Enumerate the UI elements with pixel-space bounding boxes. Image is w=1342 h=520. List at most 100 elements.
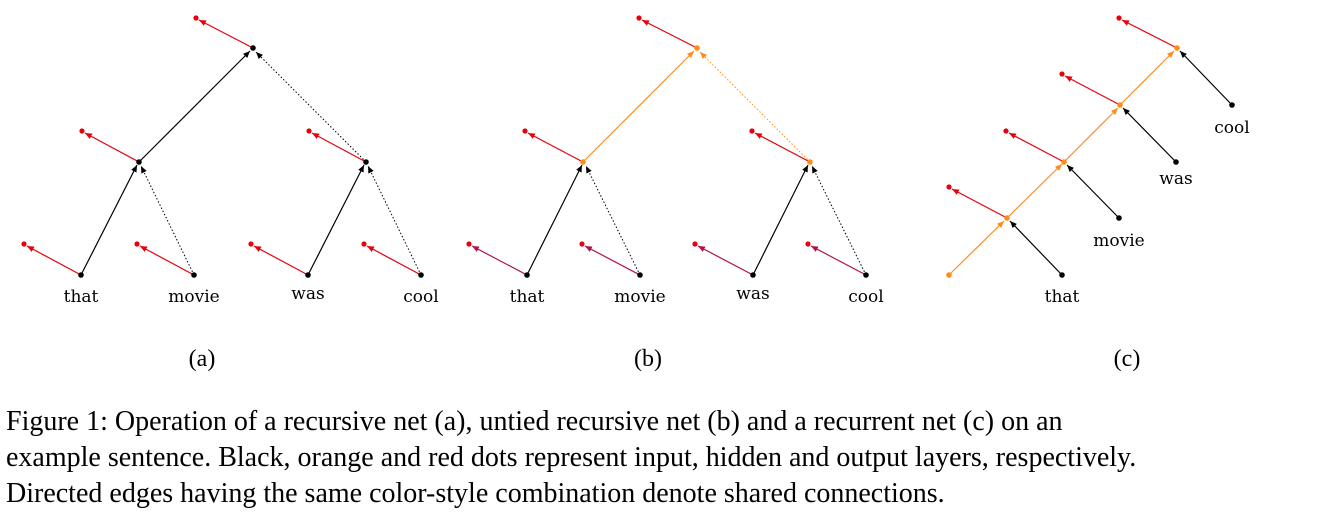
output-dot <box>946 184 952 190</box>
edge-movie-to-n1 <box>140 165 195 276</box>
output-dot <box>1059 71 1065 77</box>
input-dot <box>191 272 197 278</box>
panel-c: that movie was cool (c) <box>946 15 1250 372</box>
edge-was-to-h3 <box>1122 107 1177 163</box>
output-edge-that <box>26 245 82 276</box>
edge-n2-to-root <box>255 51 367 163</box>
word-cool: cool <box>403 287 438 307</box>
output-dot <box>805 241 811 247</box>
word-that: that <box>510 287 545 307</box>
word-cool: cool <box>848 287 883 307</box>
input-dot <box>863 272 869 278</box>
edge-that-to-h1 <box>1009 220 1063 276</box>
output-dot <box>692 241 698 247</box>
output-dot <box>248 241 254 247</box>
output-edge-was <box>697 245 754 276</box>
edge-was-to-n2 <box>307 164 365 276</box>
output-dot <box>79 128 85 134</box>
input-dot <box>750 272 756 278</box>
word-that: that <box>64 287 99 307</box>
output-edge-movie <box>139 245 195 276</box>
output-edge-cool <box>366 245 422 276</box>
recurrent-edge-start <box>948 220 1005 276</box>
edge-n1-to-root <box>582 50 695 163</box>
output-dot <box>466 241 472 247</box>
input-dot <box>1173 159 1179 165</box>
output-edge-n1 <box>527 132 584 163</box>
word-cool: cool <box>1214 118 1249 138</box>
output-edge-h1 <box>951 188 1008 219</box>
panel-b: that movie was cool (b) <box>466 15 884 372</box>
output-edge-that <box>471 245 528 276</box>
caption-line-1: Figure 1: Operation of a recursive net (… <box>6 406 1063 437</box>
output-dot <box>1116 15 1122 21</box>
panel-a: that movie was cool (a) <box>21 15 439 372</box>
edge-movie-to-h2 <box>1066 164 1120 219</box>
input-dot <box>637 272 643 278</box>
hidden-dot <box>136 159 142 165</box>
panel-a-label: (a) <box>189 346 216 372</box>
hidden-dot <box>250 45 256 51</box>
edge-cool-to-n2 <box>811 165 867 276</box>
edge-movie-to-n1 <box>585 165 641 276</box>
output-edge-root <box>641 19 698 49</box>
output-dot <box>193 15 199 21</box>
hidden-dot-initial <box>946 272 952 278</box>
input-dot <box>1116 215 1122 221</box>
output-dot <box>134 241 140 247</box>
output-dot <box>749 128 755 134</box>
output-edge-movie <box>584 245 641 276</box>
input-dot <box>418 272 424 278</box>
recurrent-edge-3 <box>1119 50 1175 106</box>
hidden-dot <box>694 45 700 51</box>
word-that: that <box>1045 287 1080 307</box>
output-edge-n1 <box>84 132 140 163</box>
output-edge-root <box>198 19 254 49</box>
word-movie: movie <box>614 287 665 307</box>
hidden-dot <box>1061 159 1067 165</box>
output-edge-n2 <box>311 132 367 163</box>
edge-cool-to-n2 <box>367 165 422 276</box>
output-edge-was <box>253 245 309 276</box>
input-dot <box>78 272 84 278</box>
input-dot <box>524 272 530 278</box>
output-dot <box>21 241 27 247</box>
panel-c-label: (c) <box>1114 346 1141 372</box>
word-was: was <box>1159 169 1192 189</box>
output-edge-h4 <box>1121 19 1178 49</box>
word-was: was <box>736 284 769 304</box>
figure-caption: Figure 1: Operation of a recursive net (… <box>6 404 1336 512</box>
hidden-dot <box>807 159 813 165</box>
output-dot <box>579 241 585 247</box>
edge-n2-to-root <box>699 51 811 163</box>
panel-b-label: (b) <box>634 346 662 372</box>
hidden-dot <box>580 159 586 165</box>
input-dot <box>1059 272 1065 278</box>
edge-that-to-n1 <box>526 164 583 276</box>
output-edge-h3 <box>1064 75 1121 106</box>
output-dot <box>361 241 367 247</box>
edge-was-to-n2 <box>752 164 809 276</box>
output-dot <box>1003 128 1009 134</box>
word-was: was <box>291 284 324 304</box>
input-dot <box>1229 102 1235 108</box>
output-edge-n2 <box>754 132 811 163</box>
edge-cool-to-h4 <box>1179 50 1233 106</box>
output-edge-cool <box>810 245 867 276</box>
recurrent-edge-1 <box>1006 163 1063 219</box>
output-dot <box>306 128 312 134</box>
word-movie: movie <box>168 287 219 307</box>
output-edge-h2 <box>1008 132 1065 163</box>
output-dot <box>636 15 642 21</box>
edge-n1-to-root <box>138 50 251 163</box>
hidden-dot <box>1117 102 1123 108</box>
caption-line-3: Directed edges having the same color-sty… <box>6 478 945 509</box>
recurrent-edge-2 <box>1063 107 1119 163</box>
output-dot <box>522 128 528 134</box>
edge-that-to-n1 <box>80 164 138 276</box>
hidden-dot <box>1174 45 1180 51</box>
input-dot <box>305 272 311 278</box>
caption-line-2: example sentence. Black, orange and red … <box>6 442 1137 473</box>
hidden-dot <box>1004 215 1010 221</box>
